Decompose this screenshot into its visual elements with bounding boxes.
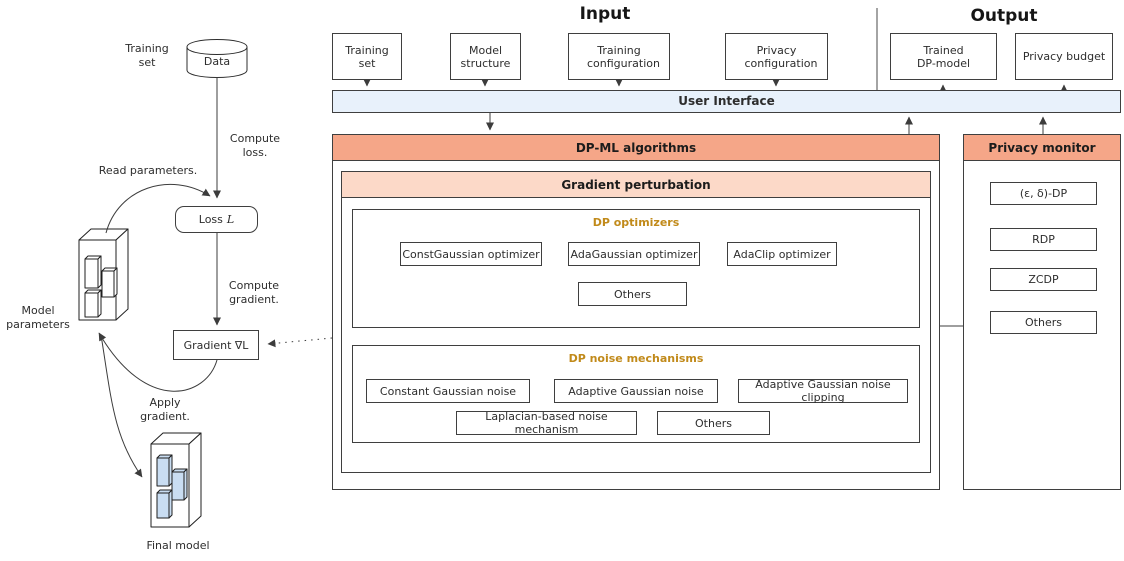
- input-section-title: Input: [579, 4, 631, 24]
- input-box-model-structure-label: Model structure: [460, 43, 511, 70]
- model-parameters-cube-icon: [78, 228, 129, 321]
- privacy-monitor-title: Privacy monitor: [988, 140, 1096, 155]
- noise-box-adaptive-gaussian-label: Adaptive Gaussian noise: [568, 384, 704, 398]
- gradient-label: Gradient ∇L: [183, 338, 249, 352]
- noise-box-adaptive-gaussian: Adaptive Gaussian noise: [554, 379, 718, 403]
- privacy-monitor-box-zcdp: ZCDP: [990, 268, 1097, 291]
- dp-optimizers-title: DP optimizers: [592, 216, 680, 229]
- noise-box-laplacian: Laplacian-based noise mechanism: [456, 410, 637, 436]
- privacy-monitor-box-others: Others: [990, 311, 1097, 334]
- noise-box-adaptive-gaussian-clipping-label: Adaptive Gaussian noise clipping: [755, 378, 891, 404]
- noise-box-adaptive-gaussian-clipping: Adaptive Gaussian noise clipping: [738, 378, 908, 404]
- output-box-trained-dp-model: Trained DP-model: [890, 33, 997, 80]
- dp-noise-mechanisms-title: DP noise mechanisms: [568, 352, 704, 365]
- optimizer-box-adaclip: AdaClip optimizer: [727, 242, 837, 266]
- loss-node: Loss L: [175, 206, 258, 233]
- noise-box-others-label: Others: [695, 416, 732, 430]
- optimizer-box-others: Others: [578, 282, 687, 306]
- read-parameters-label: Read parameters.: [98, 164, 198, 177]
- compute-loss-label: Compute loss.: [229, 132, 281, 159]
- privacy-monitor-box-rdp-label: RDP: [1032, 233, 1055, 246]
- input-box-training-configuration: Training configuration: [568, 33, 670, 80]
- output-section-title: Output: [970, 6, 1038, 26]
- compute-gradient-label: Compute gradient.: [228, 279, 280, 306]
- model-parameters-label: Model parameters: [6, 304, 70, 331]
- privacy-monitor-box-others-label: Others: [1025, 316, 1062, 329]
- noise-box-laplacian-label: Laplacian-based noise mechanism: [485, 410, 608, 436]
- gradient-node: Gradient ∇L: [173, 330, 259, 360]
- dpml-algorithms-title: DP-ML algorithms: [575, 140, 697, 155]
- noise-box-constant-gaussian-label: Constant Gaussian noise: [379, 384, 517, 398]
- user-interface-label: User Interface: [678, 94, 775, 108]
- optimizer-box-others-label: Others: [614, 287, 651, 301]
- final-model-cube-icon: [150, 432, 202, 528]
- optimizer-box-constgaussian-label: ConstGaussian optimizer: [402, 247, 540, 261]
- training-set-flow-label: Training set: [125, 42, 169, 69]
- final-model-label: Final model: [146, 539, 210, 552]
- gradient-perturbation-header: Gradient perturbation: [341, 171, 931, 198]
- input-box-training-configuration-label: Training configuration: [587, 43, 660, 70]
- output-box-trained-dp-model-label: Trained DP-model: [916, 43, 971, 70]
- noise-box-others: Others: [657, 411, 770, 435]
- optimizer-box-adagaussian-label: AdaGaussian optimizer: [570, 247, 698, 261]
- output-box-privacy-budget-label: Privacy budget: [1022, 50, 1106, 63]
- dpml-algorithms-header: DP-ML algorithms: [332, 134, 940, 161]
- privacy-monitor-box-eps-delta-dp-label: (ε, δ)-DP: [1019, 187, 1068, 200]
- optimizer-box-adaclip-label: AdaClip optimizer: [733, 247, 831, 261]
- output-box-privacy-budget: Privacy budget: [1015, 33, 1113, 80]
- input-box-training-set-label: Training set: [345, 43, 389, 70]
- user-interface-bar: User Interface: [332, 90, 1121, 113]
- flow-arrows: [98, 8, 1068, 478]
- dp-optimizers-panel: [352, 209, 920, 328]
- input-box-privacy-configuration: Privacy configuration: [725, 33, 828, 80]
- apply-gradient-label: Apply gradient.: [140, 396, 190, 423]
- privacy-monitor-box-rdp: RDP: [990, 228, 1097, 251]
- noise-box-constant-gaussian: Constant Gaussian noise: [366, 379, 530, 403]
- privacy-monitor-box-eps-delta-dp: (ε, δ)-DP: [990, 182, 1097, 205]
- privacy-monitor-box-zcdp-label: ZCDP: [1028, 273, 1059, 286]
- database-cylinder-icon: [186, 38, 248, 79]
- gradient-perturbation-title: Gradient perturbation: [561, 177, 711, 192]
- optimizer-box-adagaussian: AdaGaussian optimizer: [568, 242, 700, 266]
- optimizer-box-constgaussian: ConstGaussian optimizer: [400, 242, 542, 266]
- privacy-monitor-header: Privacy monitor: [963, 134, 1121, 161]
- loss-label: Loss: [198, 213, 223, 226]
- loss-symbol: L: [226, 213, 235, 226]
- data-cylinder-label: Data: [203, 55, 231, 68]
- input-box-privacy-configuration-label: Privacy configuration: [744, 43, 818, 70]
- input-box-model-structure: Model structure: [450, 33, 521, 80]
- input-box-training-set: Training set: [332, 33, 402, 80]
